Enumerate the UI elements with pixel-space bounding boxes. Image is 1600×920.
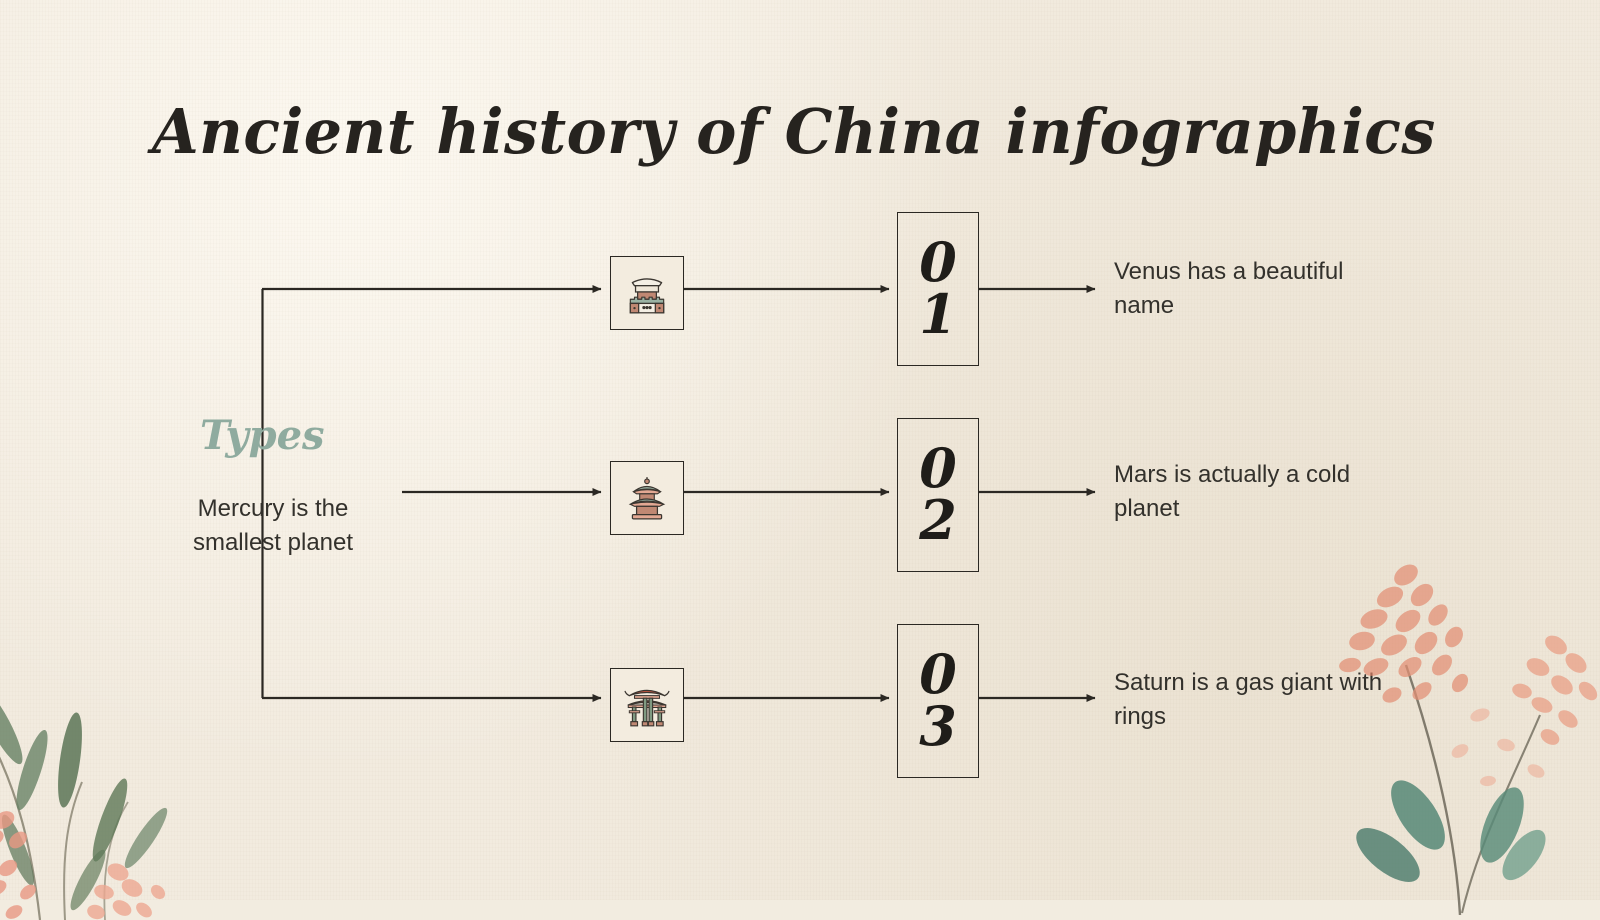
icon-tile-row1[interactable]: [610, 256, 684, 330]
left-caption-text: Mercury is the smallest planet: [192, 495, 354, 557]
number-box-row1: 0 1: [897, 212, 979, 366]
icon-tile-row2[interactable]: [610, 461, 684, 535]
caption-row3: Saturn is a gas giant with rings: [1114, 669, 1383, 731]
paifang-gate-icon: [624, 689, 670, 727]
pagoda-icon: [628, 477, 666, 520]
number-digit-bottom: 3: [919, 694, 957, 758]
icon-tile-row3[interactable]: [610, 668, 684, 742]
number-digit-bottom: 2: [919, 488, 957, 552]
number-digit-top: 0: [919, 436, 957, 501]
number-digit-bottom: 1: [919, 282, 957, 346]
page-title: Ancient history of China infographics: [152, 95, 1436, 168]
number-box-row3: 0 3: [897, 624, 979, 778]
types-label: Types: [200, 412, 325, 459]
caption-row1: Venus has a beautiful name: [1114, 258, 1344, 320]
number-digit-top: 0: [919, 230, 957, 295]
connector-diagram: [261, 285, 1096, 702]
caption-row2: Mars is actually a cold planet: [1114, 461, 1351, 523]
number-box-row2: 0 2: [897, 418, 979, 572]
chinese-gate-fortress-icon: [629, 278, 665, 314]
number-digit-top: 0: [919, 642, 957, 707]
